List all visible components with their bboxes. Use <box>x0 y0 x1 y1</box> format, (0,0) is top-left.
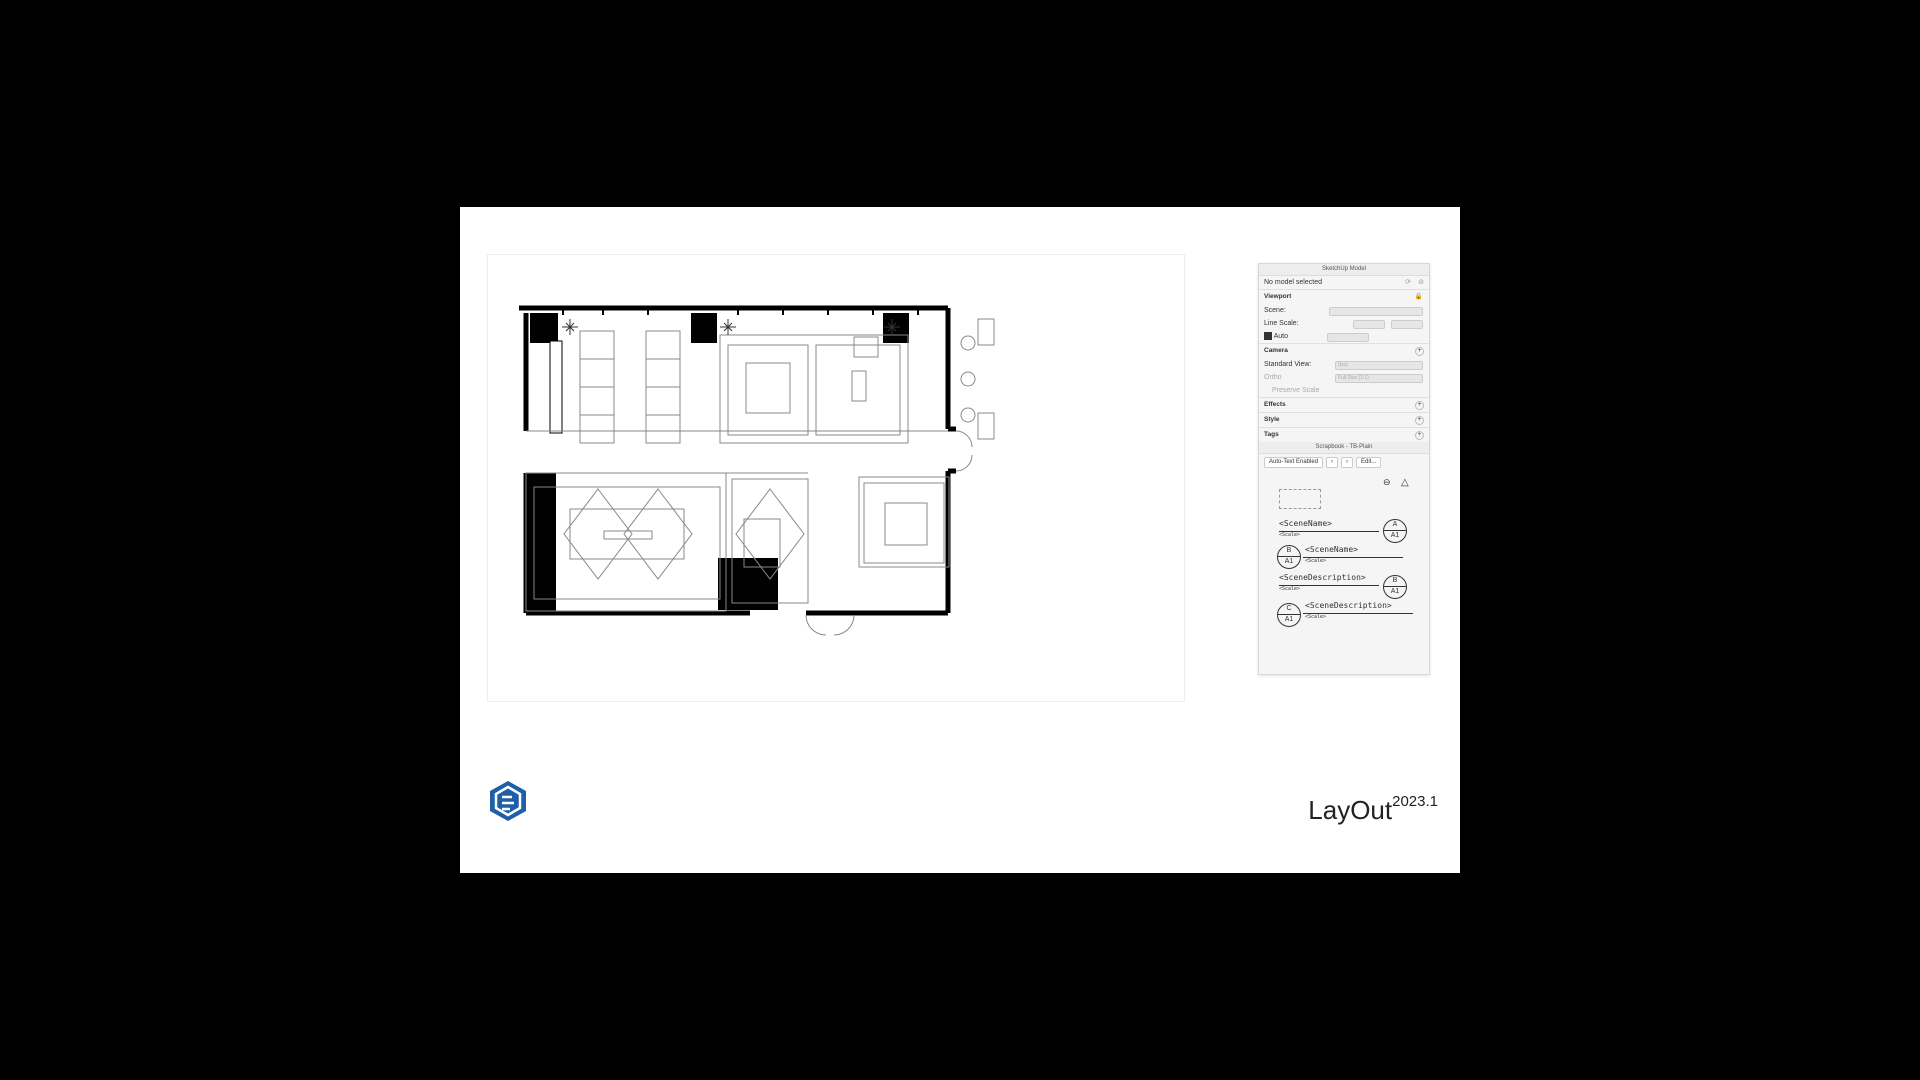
sketchup-logo-icon <box>488 779 528 828</box>
camera-section-header[interactable]: Camera + <box>1259 343 1429 358</box>
line-scale-unit[interactable] <box>1391 320 1423 329</box>
product-title: LayOut2023.1 <box>1308 793 1438 826</box>
style-section-header[interactable]: Style + <box>1259 412 1429 427</box>
splash-screen: SketchUp Model No model selected ⟳ ⊘ Vie… <box>460 207 1460 873</box>
scene-dropdown[interactable] <box>1329 307 1423 316</box>
sketchup-model-panel-title: SketchUp Model <box>1259 264 1429 276</box>
lock-icon[interactable]: 🔒 <box>1414 293 1423 300</box>
standard-view-label: Standard View: <box>1264 361 1312 368</box>
product-version: 2023.1 <box>1392 793 1438 810</box>
scale-sample-3: <Scale> <box>1279 586 1301 592</box>
scrapbook-panel-title: Scrapbook - TB-Plain <box>1259 442 1429 454</box>
tags-section-header[interactable]: Tags + <box>1259 427 1429 442</box>
dashed-placeholder[interactable] <box>1279 489 1321 509</box>
standard-view-dropdown[interactable]: (Iso) <box>1335 361 1423 370</box>
effects-section-header[interactable]: Effects + <box>1259 397 1429 412</box>
underline <box>1303 613 1413 614</box>
auto-row: Auto <box>1259 330 1429 343</box>
ortho-scale-dropdown[interactable]: Full Size (1:1) <box>1335 374 1423 383</box>
scene-label: Scene: <box>1264 307 1286 314</box>
style-label: Style <box>1264 416 1280 423</box>
floor-plan-svg <box>519 305 995 636</box>
page-sheet <box>487 254 1185 702</box>
tags-expand-icon[interactable]: + <box>1415 431 1424 440</box>
scrapbook-next-button[interactable]: › <box>1341 457 1354 468</box>
scrapbook-edit-button[interactable]: Edit... <box>1356 457 1382 468</box>
viewport-label: Viewport <box>1264 293 1292 300</box>
warning-icon[interactable]: △ <box>1401 477 1409 488</box>
line-scale-label: Line Scale: <box>1264 320 1299 327</box>
underline <box>1303 557 1403 558</box>
scene-name-sample-2[interactable]: <SceneName> <box>1305 545 1358 554</box>
circle-minus-icon[interactable]: ⊖ <box>1383 477 1391 487</box>
inspector-panel: SketchUp Model No model selected ⟳ ⊘ Vie… <box>1258 263 1430 675</box>
model-status-text: No model selected <box>1264 279 1322 286</box>
preserve-scale-row: Preserve Scale <box>1259 384 1429 397</box>
scene-description-sample-2[interactable]: <SceneDescription> <box>1305 601 1392 610</box>
render-mode-dropdown[interactable] <box>1327 333 1369 342</box>
underline <box>1279 531 1379 532</box>
style-expand-icon[interactable]: + <box>1415 416 1424 425</box>
scale-sample-1: <Scale> <box>1279 532 1301 538</box>
scale-sample-2: <Scale> <box>1305 558 1327 564</box>
tags-label: Tags <box>1264 431 1279 438</box>
line-scale-input[interactable] <box>1353 320 1385 329</box>
auto-label: Auto <box>1273 333 1288 340</box>
effects-label: Effects <box>1264 401 1286 408</box>
ortho-label: Ortho <box>1264 374 1282 381</box>
scene-description-sample-1[interactable]: <SceneDescription> <box>1279 573 1366 582</box>
camera-expand-icon[interactable]: + <box>1415 347 1424 356</box>
product-name: LayOut <box>1308 795 1393 825</box>
floor-plan-drawing <box>488 253 1180 665</box>
standard-view-row: Standard View: (Iso) <box>1259 358 1429 371</box>
scrapbook-prev-button[interactable]: ‹ <box>1326 457 1339 468</box>
scale-sample-4: <Scale> <box>1305 614 1327 620</box>
scene-row: Scene: <box>1259 304 1429 317</box>
camera-label: Camera <box>1264 347 1288 354</box>
auto-text-toggle[interactable]: Auto-Text Enabled <box>1264 457 1324 468</box>
effects-expand-icon[interactable]: + <box>1415 401 1424 410</box>
ortho-row: Ortho Full Size (1:1) <box>1259 371 1429 384</box>
scrapbook-toolbar: Auto-Text Enabled ‹ › Edit... <box>1259 454 1429 471</box>
refresh-icon[interactable]: ⟳ <box>1405 279 1411 286</box>
line-scale-row: Line Scale: <box>1259 317 1429 330</box>
scene-name-sample-1[interactable]: <SceneName> <box>1279 519 1332 528</box>
underline <box>1279 585 1379 586</box>
model-status-row: No model selected ⟳ ⊘ <box>1259 276 1429 289</box>
unlink-icon[interactable]: ⊘ <box>1418 279 1424 286</box>
preserve-scale-label: Preserve Scale <box>1272 387 1320 394</box>
viewport-section-header[interactable]: Viewport 🔒 <box>1259 289 1429 304</box>
auto-checkbox[interactable] <box>1264 332 1272 341</box>
